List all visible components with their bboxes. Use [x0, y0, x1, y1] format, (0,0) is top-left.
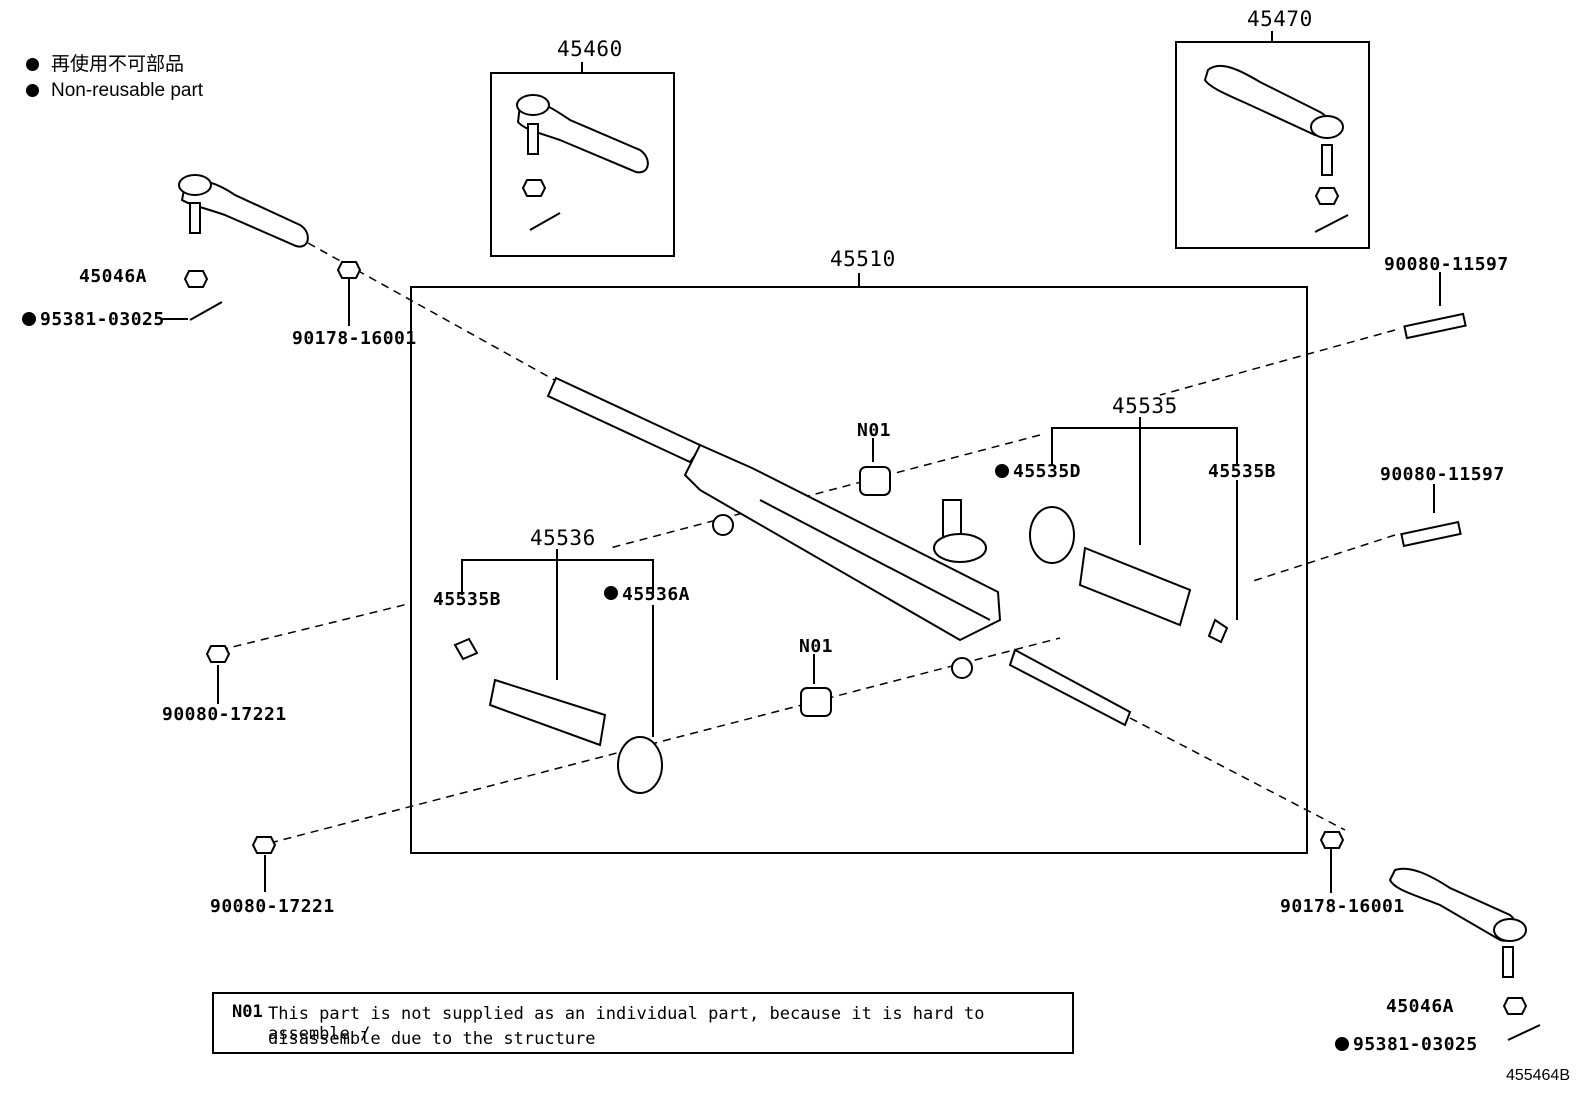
- tie-rod-end-left: [178, 174, 309, 248]
- label-45510: 45510: [830, 247, 896, 271]
- label-90080-11597-top: 90080-11597: [1384, 254, 1509, 275]
- label-90178-left: 90178-16001: [292, 328, 417, 349]
- legend-en-text: Non-reusable part: [51, 80, 204, 101]
- tie-rod-end-45460: [516, 94, 649, 231]
- label-45536: 45536: [530, 526, 596, 550]
- label-45535D: 45535D: [1013, 461, 1081, 482]
- note-box: N01 This part is not supplied as an indi…: [212, 992, 1074, 1054]
- label-95381-left: 95381-03025: [40, 309, 165, 330]
- note-line-2: disassemble due to the structure: [268, 1029, 596, 1049]
- legend-jp-row: 再使用不可部品: [26, 52, 203, 78]
- label-45460: 45460: [557, 37, 623, 61]
- label-45536A: 45536A: [622, 584, 690, 605]
- label-n01-upper: N01: [857, 420, 891, 441]
- figure-id: 455464B: [1505, 1067, 1570, 1084]
- label-45046A-right: 45046A: [1386, 996, 1454, 1017]
- label-90080-11597-mid: 90080-11597: [1380, 464, 1505, 485]
- tie-rod-end-rh-frame: [1175, 41, 1370, 249]
- legend: 再使用不可部品 Non-reusable part: [26, 52, 203, 104]
- boot-right: [1029, 506, 1229, 644]
- label-90080-17221-upper: 90080-17221: [162, 704, 287, 725]
- bullet-icon: [26, 58, 39, 71]
- note-code: N01: [232, 1002, 263, 1022]
- label-45535: 45535: [1112, 394, 1178, 418]
- legend-en-row: Non-reusable part: [26, 78, 203, 104]
- label-45046A-left: 45046A: [79, 266, 147, 287]
- label-95381-right: 95381-03025: [1353, 1034, 1478, 1055]
- bushing-lower: [800, 687, 832, 717]
- legend-jp-text: 再使用不可部品: [51, 54, 185, 75]
- boot-left: [453, 637, 663, 794]
- label-90178-right: 90178-16001: [1280, 896, 1405, 917]
- bushing-upper: [859, 466, 891, 496]
- label-n01-lower: N01: [799, 636, 833, 657]
- label-90080-17221-lower: 90080-17221: [210, 896, 335, 917]
- note-line-1: This part is not supplied as an individu…: [268, 1004, 985, 1044]
- tie-rod-end-45470: [1203, 64, 1349, 233]
- label-45535B-right: 45535B: [1208, 461, 1276, 482]
- tie-rod-end-right: [1388, 867, 1527, 978]
- nuts-and-bolts: [183, 261, 1541, 1041]
- label-45470: 45470: [1247, 7, 1313, 31]
- bullet-icon: [26, 84, 39, 97]
- steering-rack-body: [546, 376, 1132, 727]
- label-45535B-left: 45535B: [433, 589, 501, 610]
